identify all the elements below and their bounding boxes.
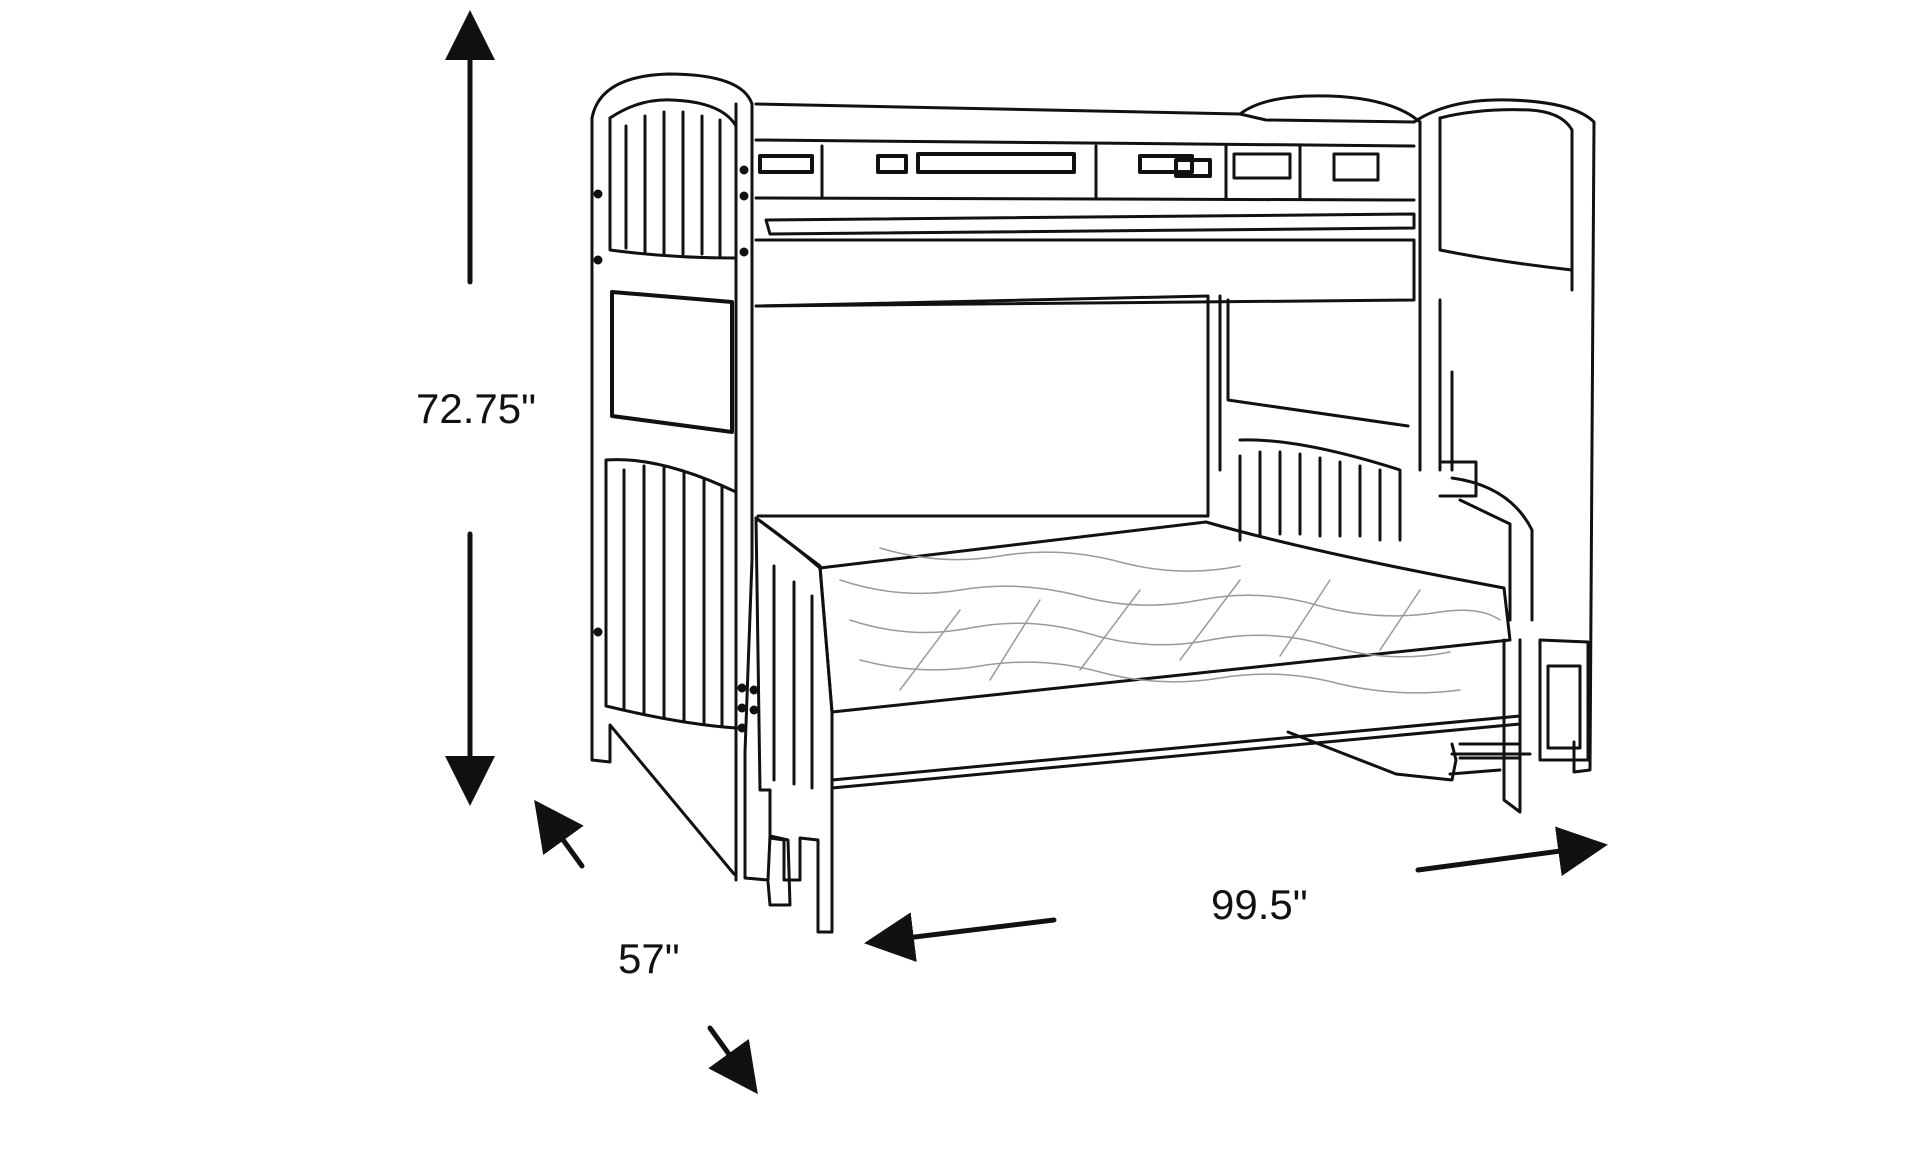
depth-arrow-front-icon [707,1025,758,1095]
width-arrow-right-icon [1415,826,1608,877]
depth-dimension-label: 57" [618,935,680,982]
width-arrow-left-icon [864,912,1057,962]
width-dimension-label: 99.5" [1211,881,1308,928]
left-headboard [590,72,792,907]
dimension-arrows [445,10,1608,1095]
upper-bunk [754,94,1422,308]
depth-arrow-back-icon [534,799,585,869]
lower-bunk [754,516,1522,934]
height-dimension-label: 72.75" [416,385,537,432]
lower-opening [756,294,1410,518]
